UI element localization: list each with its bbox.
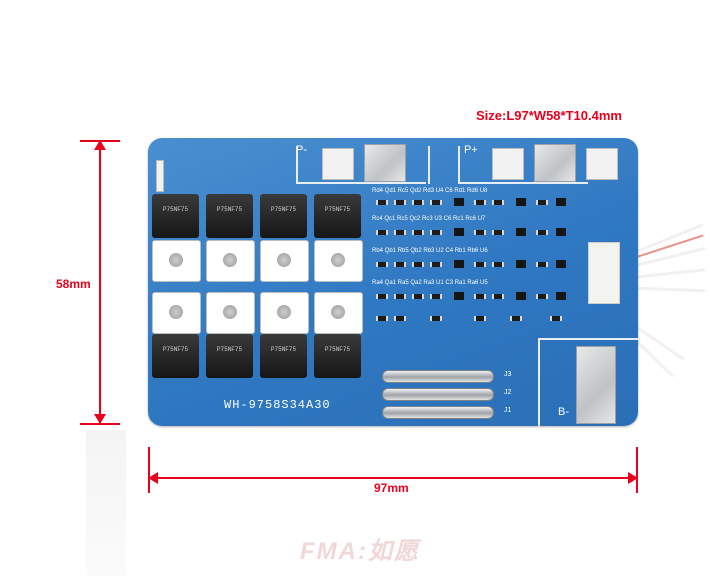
- terminal-b-minus-label: B-: [558, 406, 569, 418]
- watermark-logo: FMA:如愿: [300, 538, 420, 565]
- size-label: Size:L97*W58*T10.4mm: [476, 108, 622, 123]
- height-bottom-tick: [80, 423, 120, 425]
- width-right-tick: [636, 447, 638, 493]
- width-arrow-right-icon: [628, 472, 638, 484]
- balance-connector: [588, 242, 620, 304]
- terminal-p-minus-pad: [322, 148, 354, 180]
- terminal-extra-pad: [586, 148, 618, 180]
- shunt-resistor: [382, 388, 494, 401]
- jumper-label: J3: [504, 371, 512, 378]
- width-label: 97mm: [374, 481, 409, 495]
- silkscreen-line: [296, 146, 298, 182]
- terminal-p-plus-pad: [492, 148, 524, 180]
- terminal-p-minus-metal: [364, 144, 406, 182]
- height-dimension-line: [99, 140, 101, 424]
- mosfet-row-top: P75NF75 P75NF75 P75NF75 P75NF75: [148, 190, 368, 282]
- height-arrow-down-icon: [94, 414, 106, 424]
- bms-pcb-board: P- P+ P75NF75 P75NF75 P75NF75 P75NF75 P7…: [148, 138, 638, 426]
- terminal-p-plus-label: P+: [464, 144, 478, 156]
- terminal-p-plus-metal: [534, 144, 576, 182]
- balance-circuit-area: Rd4 Qd1 Rc5 Qd2 Rd3 U4 C6 Rd1 Rd6 U8 Rc4…: [370, 184, 582, 344]
- height-arrow-up-icon: [94, 140, 106, 150]
- jumper-label: J2: [504, 389, 512, 396]
- edge-pad: [156, 160, 164, 192]
- mosfet-row-bottom: P75NF75 P75NF75 P75NF75 P75NF75: [148, 292, 368, 388]
- height-label: 58mm: [56, 277, 91, 291]
- width-left-tick: [148, 447, 150, 493]
- shunt-resistor: [382, 406, 494, 419]
- terminal-b-minus-metal: [576, 346, 616, 424]
- width-dimension-line: [148, 477, 637, 479]
- photo-shadow-strip: [86, 430, 126, 576]
- board-model-label: WH-9758S34A30: [224, 398, 331, 412]
- jumper-label: J1: [504, 407, 512, 414]
- terminal-p-minus-label: P-: [296, 144, 307, 156]
- width-arrow-left-icon: [148, 472, 158, 484]
- shunt-resistor: [382, 370, 494, 383]
